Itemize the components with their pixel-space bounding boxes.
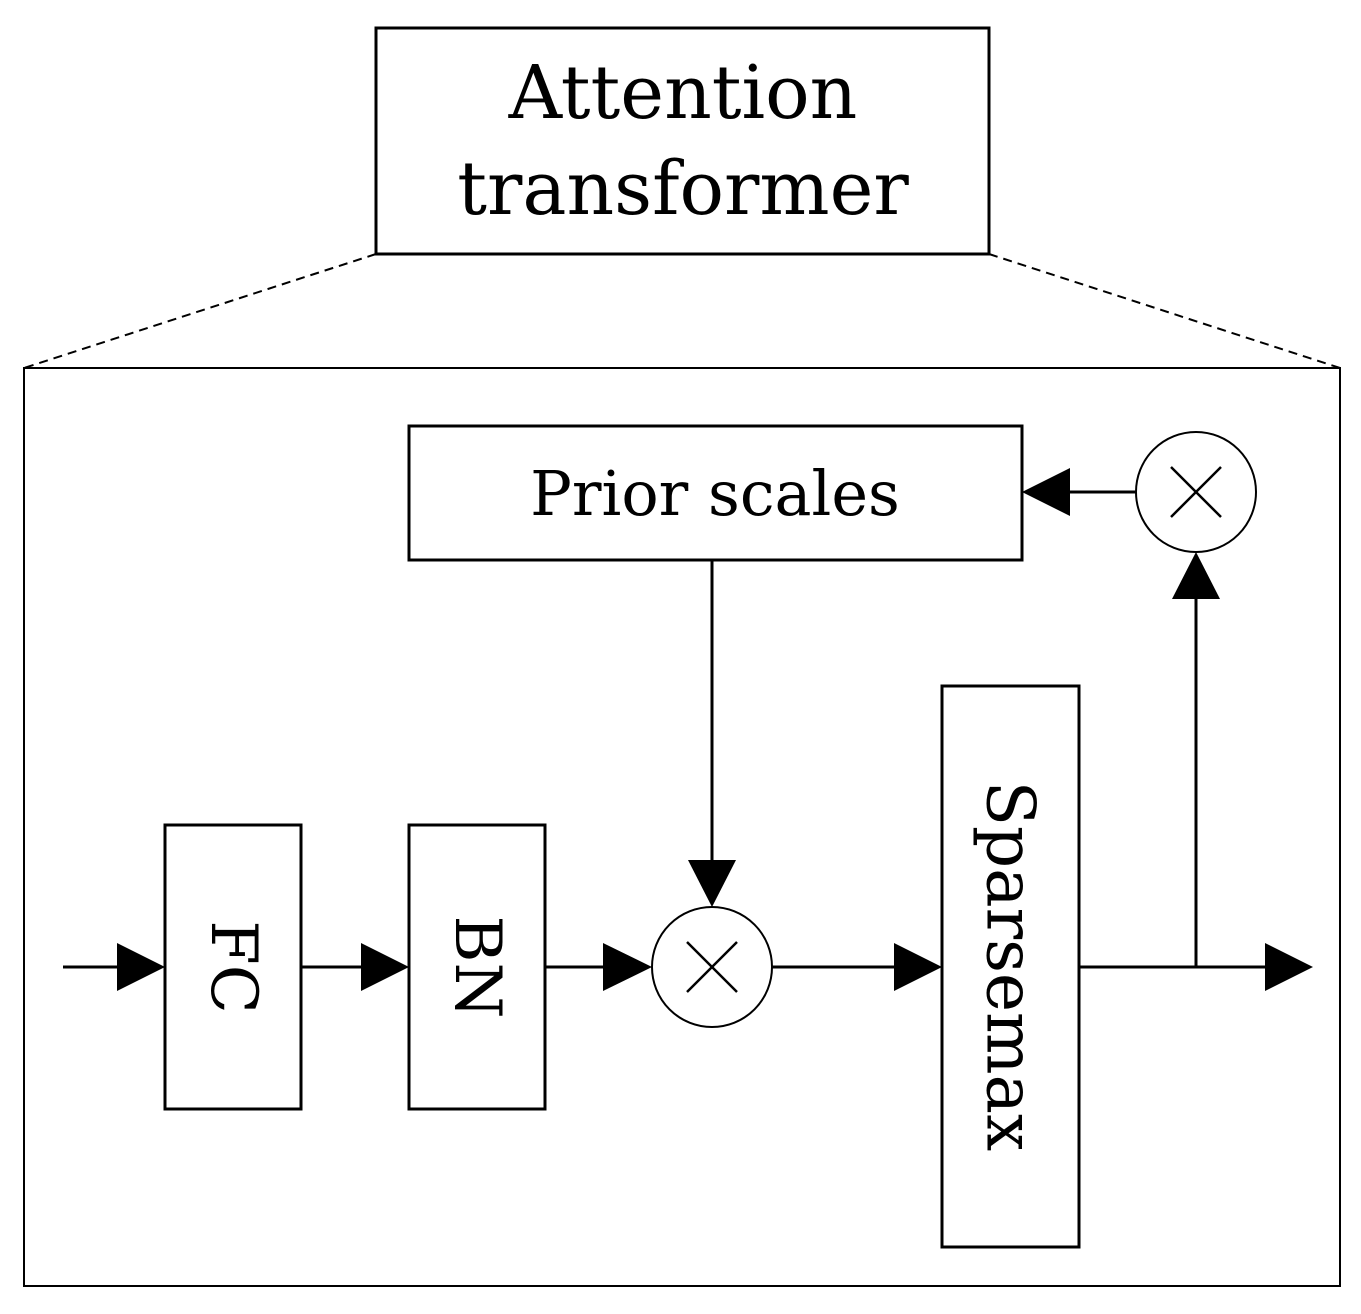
sparsemax-label: Sparsemax (972, 781, 1049, 1151)
arrow-input-to-fc (63, 943, 165, 991)
zoom-connector-left (23, 253, 377, 369)
sparsemax-block: Sparsemax (940, 684, 1081, 1249)
arrow-branch-to-feedback-multiply (1172, 552, 1220, 967)
prior-scales-block: Prior scales (407, 424, 1024, 562)
arrow-bn-to-multiply (545, 943, 652, 991)
fc-block: FC (163, 823, 303, 1111)
zoom-connector-right (988, 253, 1341, 369)
arrow-fc-to-bn (301, 943, 409, 991)
title-box: Attention transformer (374, 26, 991, 256)
fc-label: FC (196, 920, 270, 1013)
arrow-sparsemax-output (1079, 943, 1313, 991)
title-line-1: Attention (508, 50, 858, 136)
bn-block: BN (407, 823, 547, 1111)
title-line-2: transformer (457, 146, 909, 232)
prior-scales-label: Prior scales (530, 457, 900, 530)
arrow-prior-scales-to-multiply (688, 560, 736, 907)
arrow-multiply-to-sparsemax (772, 943, 942, 991)
bn-label: BN (440, 915, 514, 1018)
arrow-feedback-to-prior-scales (1022, 468, 1136, 516)
